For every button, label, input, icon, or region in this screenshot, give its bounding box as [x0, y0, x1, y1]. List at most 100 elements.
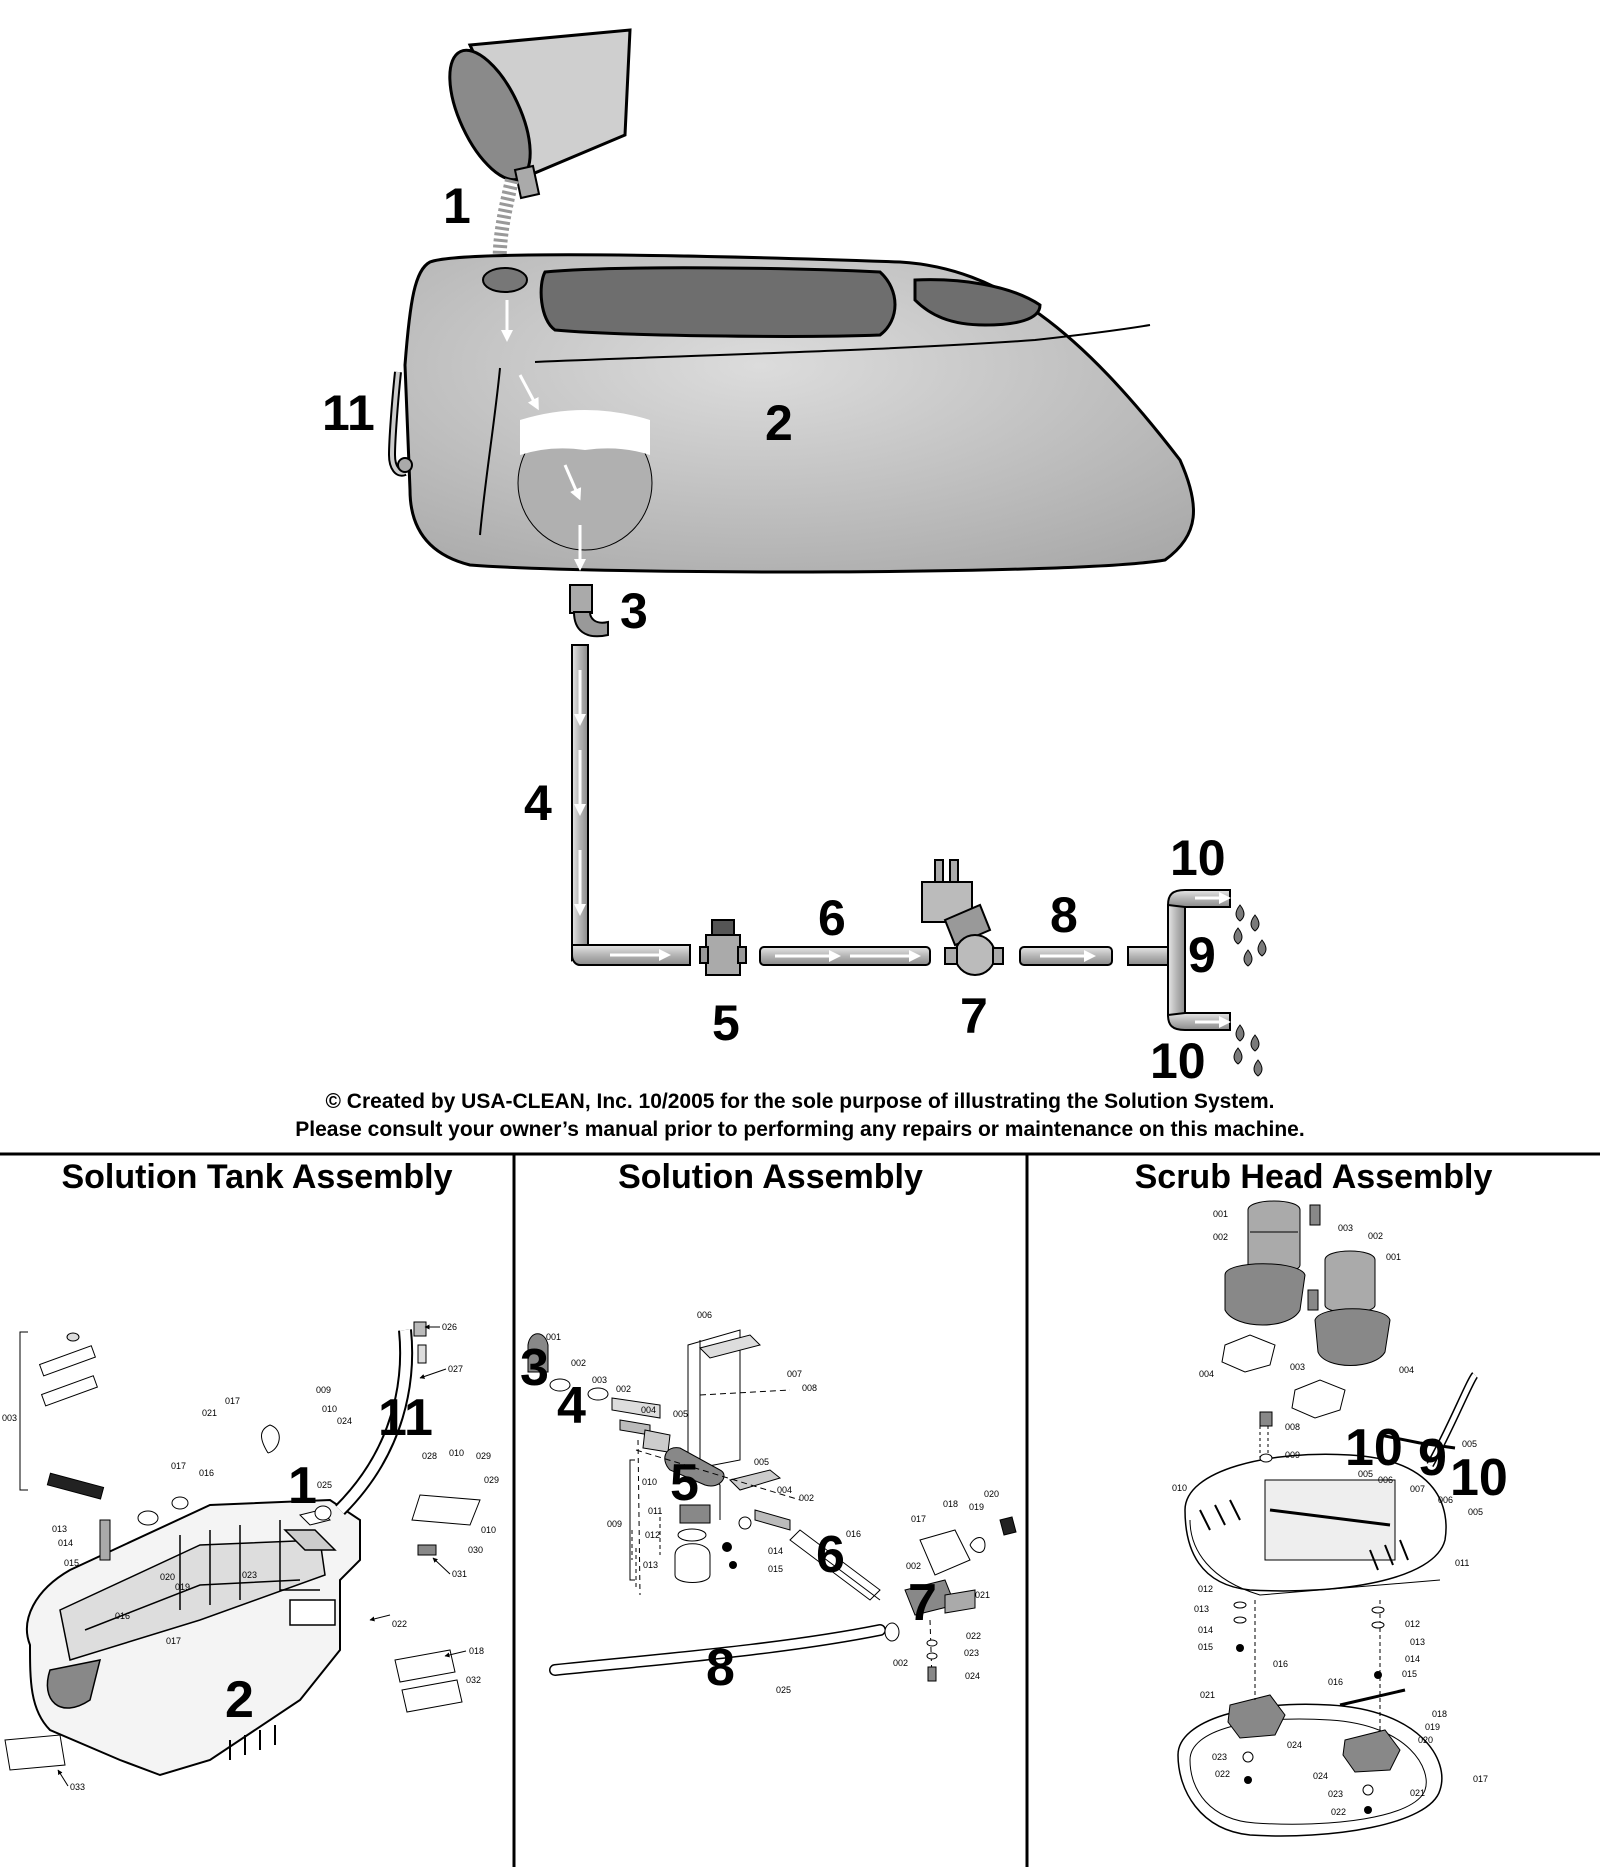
- scrub-callout-021a: 021: [1200, 1690, 1215, 1700]
- callout-019: 019: [175, 1582, 190, 1592]
- callout-009: 009: [316, 1385, 331, 1395]
- scrub-callout-019: 019: [1425, 1722, 1440, 1732]
- tank-leader-lines: [57, 1324, 467, 1787]
- tank-label-1: 1: [288, 1457, 317, 1515]
- callout-015: 015: [64, 1558, 79, 1568]
- sol-callout-002e: 002: [893, 1658, 908, 1668]
- t-fitting: [1127, 889, 1231, 1031]
- panel-title-solution: Solution Assembly: [618, 1158, 923, 1196]
- scrub-callout-014b: 014: [1405, 1654, 1420, 1664]
- scrub-callout-020: 020: [1418, 1735, 1433, 1745]
- callout-017b: 017: [171, 1461, 186, 1471]
- solution-tank: [387, 253, 1195, 574]
- scrub-callout-002a: 002: [1213, 1232, 1228, 1242]
- callout-030: 030: [468, 1545, 483, 1555]
- callout-033: 033: [70, 1782, 85, 1792]
- sol-callout-003: 003: [592, 1375, 607, 1385]
- callout-026: 026: [442, 1322, 457, 1332]
- flow-label-5: 5: [712, 995, 740, 1051]
- callout-027: 027: [448, 1364, 463, 1374]
- scrub-callout-016a: 016: [1273, 1659, 1288, 1669]
- scrub-callout-002b: 002: [1368, 1231, 1383, 1241]
- water-drops-icon: [1233, 904, 1267, 1077]
- sol-callout-016: 016: [846, 1529, 861, 1539]
- hose-8: [1019, 946, 1113, 966]
- scrub-callout-015b: 015: [1402, 1669, 1417, 1679]
- callout-031: 031: [452, 1569, 467, 1579]
- sol-callout-014: 014: [768, 1546, 783, 1556]
- sol-callout-021: 021: [975, 1590, 990, 1600]
- sol-callout-020: 020: [984, 1489, 999, 1499]
- callout-028: 028: [422, 1451, 437, 1461]
- scrub-callout-015a: 015: [1198, 1642, 1213, 1652]
- sol-callout-024: 024: [965, 1671, 980, 1681]
- sol-callout-006: 006: [697, 1310, 712, 1320]
- sol-callout-022: 022: [966, 1631, 981, 1641]
- flow-label-11: 11: [322, 385, 375, 441]
- flow-label-2: 2: [765, 395, 793, 451]
- scrub-label-9: 9: [1418, 1429, 1447, 1487]
- callout-016: 016: [199, 1468, 214, 1478]
- copyright-line-1: © Created by USA-CLEAN, Inc. 10/2005 for…: [325, 1090, 1275, 1113]
- scrub-callout-011: 011: [1455, 1558, 1469, 1568]
- scrub-callout-016b: 016: [1328, 1677, 1343, 1687]
- solenoid-valve: [921, 859, 1004, 976]
- callout-020: 020: [160, 1572, 175, 1582]
- sol-callout-007: 007: [787, 1369, 802, 1379]
- callout-010b: 010: [449, 1448, 464, 1458]
- panel-title-scrub: Scrub Head Assembly: [1134, 1158, 1493, 1196]
- scrub-callout-005a: 005: [1358, 1469, 1373, 1479]
- sol-callout-002d: 002: [906, 1561, 921, 1571]
- flow-label-10-bottom: 10: [1150, 1033, 1206, 1089]
- callout-017c: 017: [166, 1636, 181, 1646]
- bucket-icon: [448, 28, 632, 200]
- scrub-callout-004b: 004: [1399, 1365, 1414, 1375]
- solution-label-7: 7: [908, 1574, 937, 1632]
- scrub-callout-013b: 013: [1410, 1637, 1425, 1647]
- scrub-callout-005b: 005: [1462, 1439, 1477, 1449]
- callout-025: 025: [317, 1480, 332, 1490]
- sol-callout-004a: 004: [641, 1405, 656, 1415]
- sol-callout-005a: 005: [673, 1409, 688, 1419]
- scrub-callout-006b: 006: [1438, 1495, 1453, 1505]
- callout-029a: 029: [476, 1451, 491, 1461]
- scrub-callout-017: 017: [1473, 1774, 1488, 1784]
- sol-callout-015: 015: [768, 1564, 783, 1574]
- sol-callout-013: 013: [643, 1560, 658, 1570]
- solution-label-4: 4: [557, 1377, 586, 1435]
- scrub-callout-023a: 023: [1212, 1752, 1227, 1762]
- flow-label-3: 3: [620, 583, 648, 639]
- sol-callout-011: 011: [648, 1506, 662, 1516]
- sol-callout-002a: 002: [571, 1358, 586, 1368]
- solution-label-8: 8: [706, 1639, 735, 1697]
- tank-label-11: 11: [378, 1389, 433, 1447]
- scrub-callout-023b: 023: [1328, 1789, 1343, 1799]
- panel-title-tank: Solution Tank Assembly: [61, 1158, 453, 1196]
- hose-4: [571, 644, 691, 966]
- scrub-callout-010: 010: [1172, 1483, 1187, 1493]
- callout-023: 023: [242, 1570, 257, 1580]
- scrub-callout-005c: 005: [1468, 1507, 1483, 1517]
- callout-021: 021: [202, 1408, 217, 1418]
- scrub-callout-001b: 001: [1386, 1252, 1401, 1262]
- scrub-callout-008: 008: [1285, 1422, 1300, 1432]
- callout-018: 018: [469, 1646, 484, 1656]
- callout-024: 024: [337, 1416, 352, 1426]
- scrub-callout-009: 009: [1285, 1450, 1300, 1460]
- callout-017: 017: [225, 1396, 240, 1406]
- callout-010c: 010: [481, 1525, 496, 1535]
- scrub-callout-003a: 003: [1338, 1223, 1353, 1233]
- scrub-callout-012b: 012: [1405, 1619, 1420, 1629]
- callout-016b: 016: [115, 1611, 130, 1621]
- elbow-fitting: [569, 584, 609, 638]
- sol-callout-010: 010: [642, 1477, 657, 1487]
- scrub-label-10-left: 10: [1345, 1419, 1403, 1477]
- sol-callout-017: 017: [911, 1514, 926, 1524]
- scrub-callout-004a: 004: [1199, 1369, 1214, 1379]
- sol-callout-005b: 005: [754, 1457, 769, 1467]
- sol-callout-025: 025: [776, 1685, 791, 1695]
- callout-003: 003: [2, 1413, 17, 1423]
- scrub-label-10-right: 10: [1450, 1449, 1508, 1507]
- solution-label-6: 6: [816, 1526, 845, 1584]
- callout-022: 022: [392, 1619, 407, 1629]
